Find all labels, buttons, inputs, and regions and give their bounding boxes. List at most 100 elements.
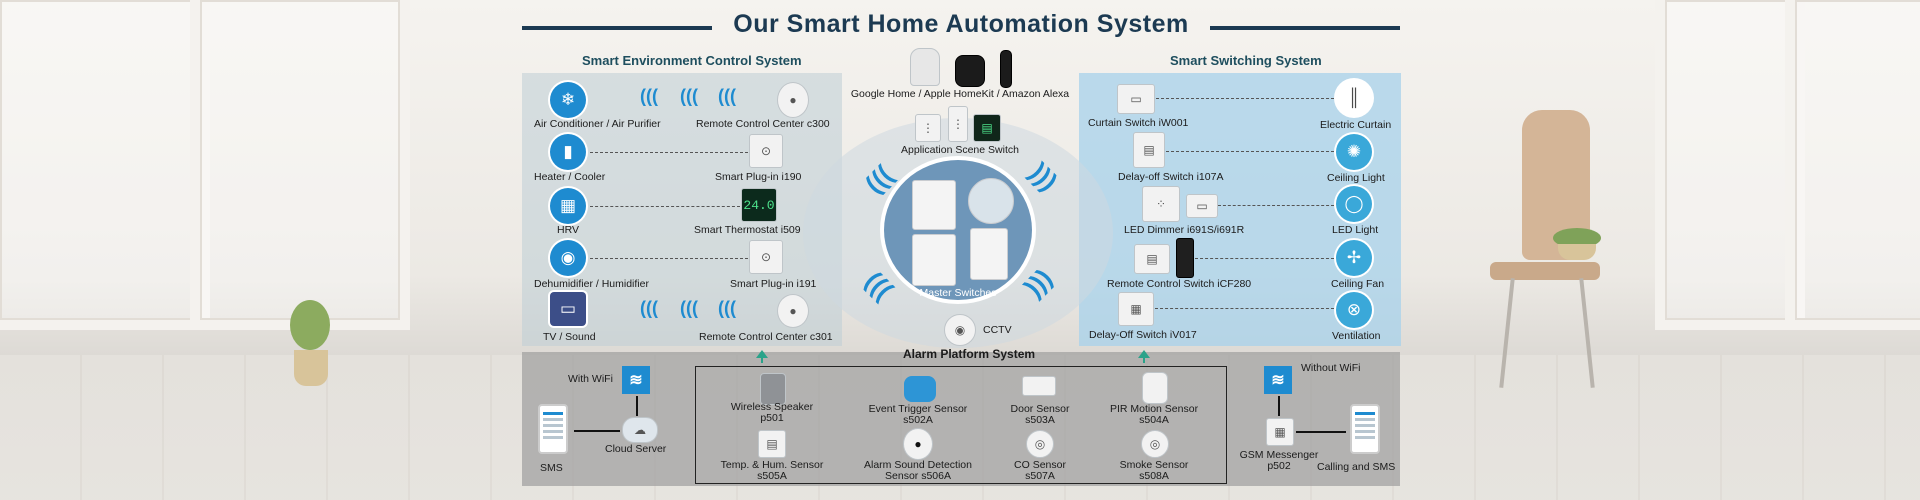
scene-switch-label: Application Scene Switch bbox=[901, 144, 1019, 156]
led-dimmer-i691r-icon[interactable]: ▭ bbox=[1186, 194, 1218, 218]
scene-switch-icon[interactable]: ▤ bbox=[973, 114, 1001, 142]
wifi-icon: ≋ bbox=[622, 366, 650, 394]
sensor-co-label-2: s507A bbox=[1025, 470, 1055, 482]
wireless-speaker-icon[interactable] bbox=[760, 373, 786, 405]
cloud-icon: ☁ bbox=[622, 417, 658, 443]
label-ventilation: Ventilation bbox=[1332, 330, 1381, 342]
smart-plug-i190-icon[interactable]: ⊙ bbox=[749, 134, 783, 168]
tv-icon[interactable]: ▭ bbox=[550, 292, 586, 326]
ventilation-icon[interactable]: ⊗ bbox=[1336, 292, 1372, 328]
event-trigger-sensor-icon[interactable] bbox=[904, 376, 936, 402]
label-ceiling-fan: Ceiling Fan bbox=[1331, 278, 1385, 290]
master-switch-remote[interactable] bbox=[970, 228, 1008, 280]
curtain-switch-icon[interactable]: ▭ bbox=[1117, 84, 1155, 114]
smart-thermostat-i509-icon[interactable]: 24.0 bbox=[741, 188, 777, 222]
remote-control-handset-icon[interactable] bbox=[1176, 238, 1194, 278]
window-right-2 bbox=[1785, 0, 1920, 330]
temp-humidity-sensor-icon[interactable]: ▤ bbox=[758, 430, 786, 458]
connector-line bbox=[590, 206, 740, 207]
hrv-icon[interactable]: ▦ bbox=[550, 188, 586, 224]
label-tv: TV / Sound bbox=[543, 331, 596, 343]
label-delay-off-iv017: Delay-Off Switch iV017 bbox=[1089, 329, 1197, 341]
sensor-co-label-1: CO Sensor bbox=[1014, 459, 1066, 471]
left-section-title: Smart Environment Control System bbox=[582, 53, 802, 68]
cctv-icon[interactable]: ◉ bbox=[944, 314, 976, 346]
arrow-up-icon bbox=[756, 350, 768, 358]
signal-icon: ((( bbox=[680, 298, 698, 318]
master-switch-dial[interactable] bbox=[968, 178, 1014, 224]
remote-control-center-c300-icon[interactable]: ● bbox=[777, 82, 809, 118]
remote-control-switch-icon[interactable]: ▤ bbox=[1134, 244, 1170, 274]
label-heater: Heater / Cooler bbox=[534, 171, 606, 183]
scene-switch-icon[interactable]: ⋮ bbox=[915, 114, 941, 142]
homekit-icon bbox=[955, 55, 985, 87]
label-humidifier: Dehumidifier / Humidifier bbox=[534, 278, 649, 290]
gsm-messenger-icon[interactable]: ▦ bbox=[1266, 418, 1294, 446]
floor-plant-leaves bbox=[290, 300, 330, 350]
sensor-event-label-2: s502A bbox=[903, 414, 933, 426]
sms-label: SMS bbox=[540, 462, 563, 474]
master-switch-touch[interactable] bbox=[912, 234, 956, 286]
calling-sms-label: Calling and SMS bbox=[1317, 461, 1396, 473]
google-home-icon bbox=[910, 48, 940, 86]
sensor-event-label-1: Event Trigger Sensor bbox=[868, 403, 968, 415]
master-switch-panel[interactable] bbox=[912, 180, 956, 230]
led-light-icon[interactable]: ◯ bbox=[1336, 186, 1372, 222]
alarm-sensors-box bbox=[695, 366, 1227, 484]
delay-off-switch-iv017-icon[interactable]: ▦ bbox=[1118, 292, 1154, 326]
alexa-icon bbox=[1000, 50, 1012, 88]
co-sensor-icon[interactable]: ◎ bbox=[1026, 430, 1054, 458]
sensor-smoke-label-1: Smoke Sensor bbox=[1119, 459, 1189, 471]
voice-assistants-label: Google Home / Apple HomeKit / Amazon Ale… bbox=[850, 88, 1070, 100]
title-row: Our Smart Home Automation System bbox=[522, 10, 1400, 44]
chair-seat bbox=[1490, 262, 1600, 280]
ceiling-fan-icon[interactable]: ✢ bbox=[1336, 240, 1372, 276]
signal-icon: ((( bbox=[640, 86, 658, 106]
arrow-stem bbox=[761, 357, 763, 363]
curtain-icon[interactable]: ║ bbox=[1336, 80, 1372, 116]
gsm-label-1: GSM Messenger bbox=[1239, 449, 1319, 461]
label-curtain-switch: Curtain Switch iW001 bbox=[1088, 117, 1189, 129]
label-ceiling-light: Ceiling Light bbox=[1327, 172, 1385, 184]
remote-control-center-c301-icon[interactable]: ● bbox=[777, 294, 809, 328]
signal-icon: ((( bbox=[680, 86, 698, 106]
with-wifi-label: With WiFi bbox=[568, 373, 613, 385]
arrow-line bbox=[636, 396, 638, 416]
door-sensor-icon[interactable] bbox=[1022, 376, 1056, 396]
signal-icon: ((( bbox=[640, 298, 658, 318]
humidifier-icon[interactable]: ◉ bbox=[550, 240, 586, 276]
sensor-pir-label-1: PIR Motion Sensor bbox=[1109, 403, 1199, 415]
plant-leaves bbox=[1553, 228, 1601, 248]
heater-icon[interactable]: ▮ bbox=[550, 134, 586, 170]
connector-line bbox=[590, 152, 748, 153]
sensor-sound-label-2: Sensor s506A bbox=[885, 470, 951, 482]
plant-pot bbox=[1558, 244, 1596, 260]
cctv-label: CCTV bbox=[983, 324, 1012, 336]
label-led-light: LED Light bbox=[1332, 224, 1379, 236]
sensor-smoke-label-2: s508A bbox=[1139, 470, 1169, 482]
sound-detection-sensor-icon[interactable]: ● bbox=[903, 428, 933, 460]
without-wifi-label: Without WiFi bbox=[1301, 362, 1361, 374]
scene-switch-icon[interactable]: ⋮ bbox=[948, 106, 968, 142]
smoke-sensor-icon[interactable]: ◎ bbox=[1141, 430, 1169, 458]
air-conditioner-icon[interactable]: ❄ bbox=[550, 82, 586, 118]
label-remote-c301: Remote Control Center c301 bbox=[699, 331, 833, 343]
master-switches-circle[interactable] bbox=[884, 160, 1032, 300]
sensor-pir-label-2: s504A bbox=[1139, 414, 1169, 426]
sensor-door-label-2: s503A bbox=[1025, 414, 1055, 426]
page-title-text: Our Smart Home Automation System bbox=[733, 10, 1189, 38]
label-air-conditioner: Air Conditioner / Air Purifier bbox=[534, 118, 661, 130]
arrow-up-icon bbox=[1138, 350, 1150, 358]
alarm-panel bbox=[522, 352, 1400, 486]
arrow-line bbox=[574, 430, 620, 432]
label-plug-i190: Smart Plug-in i190 bbox=[715, 171, 802, 183]
floor-plant-pot bbox=[294, 350, 328, 386]
signal-icon: ((( bbox=[718, 298, 736, 318]
sensor-speaker-label-2: p501 bbox=[760, 412, 784, 424]
smart-plug-i191-icon[interactable]: ⊙ bbox=[749, 240, 783, 274]
delay-off-switch-i107a-icon[interactable]: ▤ bbox=[1133, 132, 1165, 168]
pir-motion-sensor-icon[interactable] bbox=[1142, 372, 1168, 404]
connector-line bbox=[1218, 205, 1334, 206]
led-dimmer-i691s-icon[interactable]: ⁘ bbox=[1142, 186, 1180, 222]
ceiling-light-icon[interactable]: ✺ bbox=[1336, 134, 1372, 170]
